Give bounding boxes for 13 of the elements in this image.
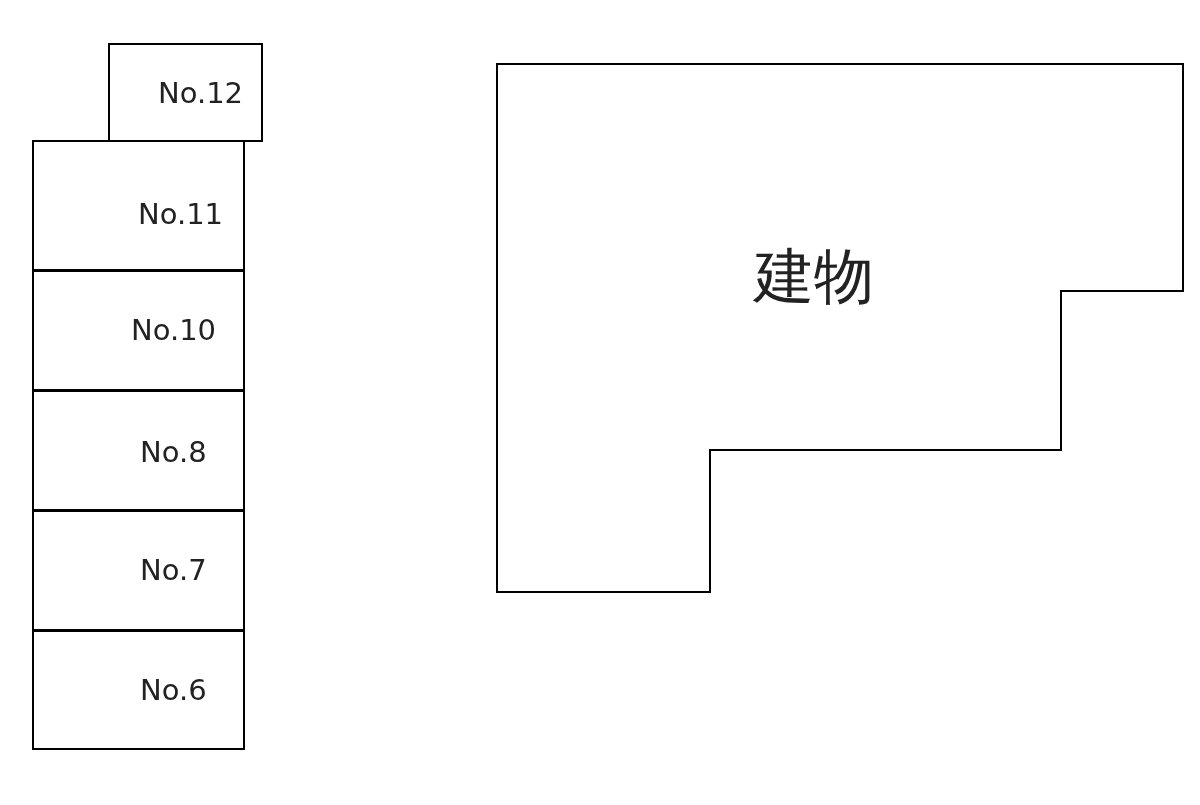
parking-space [32,390,245,511]
space-number: No.6 [140,676,207,705]
space-number: No.8 [140,438,207,467]
space-number: No.11 [138,200,224,229]
space-number: No.10 [131,316,217,345]
building-label: 建物 [754,246,874,306]
parking-space [32,630,245,750]
parking-space [108,43,263,142]
space-number: No.12 [158,79,244,108]
space-number: No.7 [140,556,207,585]
parking-space [32,510,245,631]
parking-space [32,270,245,391]
parking-space [32,140,245,271]
